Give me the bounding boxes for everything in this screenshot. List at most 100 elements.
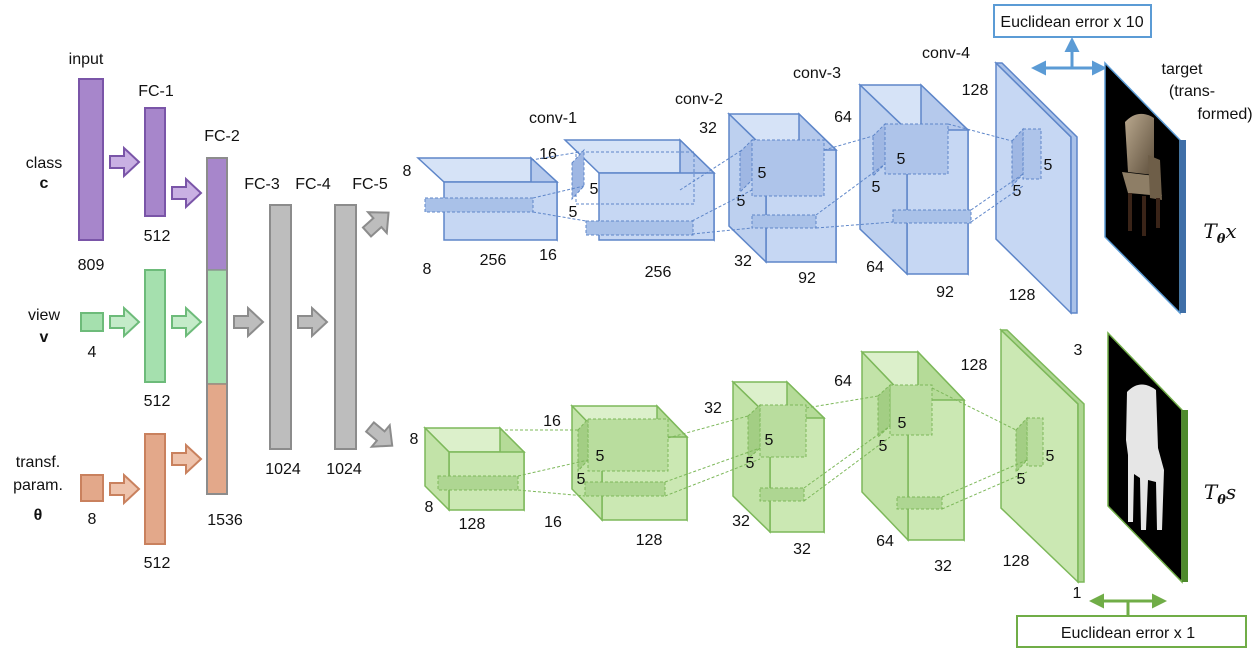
bottom-block-4-height: 128: [1003, 553, 1030, 570]
bottom-block-4-kernel-a: 5: [1046, 448, 1055, 465]
top-block-4: [994, 61, 1078, 315]
top-block-2-width: 92: [798, 270, 816, 287]
top-block-3-width: 92: [936, 284, 954, 301]
chair-leg-3: [1156, 198, 1160, 228]
top-conn-1-2-c: [691, 227, 753, 235]
top-conn-3-4-a: [947, 123, 1013, 142]
chair-leg-1: [1128, 193, 1132, 231]
fc5-to-top-branch-arrow: [361, 211, 390, 238]
top-block-1-kernel-a: 5: [590, 181, 599, 198]
chair-back: [1125, 113, 1154, 175]
chair-leg-2: [1142, 196, 1146, 236]
top-conv4-name: conv-4: [922, 45, 970, 62]
fc4-bar: [334, 204, 357, 450]
chair-arm: [1148, 155, 1162, 200]
top-block-4-width: 3: [1074, 342, 1083, 359]
transf-input-bar: [80, 474, 104, 502]
target-silhouette-edge: [1182, 410, 1188, 582]
input-header: input: [69, 51, 104, 68]
top-output-symbol: Tθx: [1203, 219, 1236, 247]
target-rgb-image: [1104, 61, 1186, 315]
fc4-size: 1024: [326, 461, 362, 478]
top-block-1-kernel-slab: [585, 220, 694, 236]
top-block-0-width: 256: [480, 252, 507, 269]
bottom-block-1-kernel-slab: [584, 481, 666, 497]
top-conn-0-1-b: [532, 185, 585, 199]
view-to-fc1-arrow: [109, 305, 141, 339]
class-size: 809: [78, 257, 105, 274]
bottom-conn-2-3-c: [803, 436, 891, 502]
fc1-view-to-fc2-arrow: [171, 305, 203, 339]
bottom-block-2: [731, 380, 826, 534]
bottom-block-4-width: 1: [1073, 585, 1082, 602]
top-conv1-name: conv-1: [529, 110, 577, 127]
bottom-block-4-depth: 128: [961, 357, 988, 374]
bottom-block-3-depth: 64: [834, 373, 852, 390]
top-conv3-name: conv-3: [793, 65, 841, 82]
transf-label-line1: transf.: [16, 454, 60, 471]
bottom-conn-1-2-a: [667, 415, 749, 439]
bottom-block-3-width: 32: [934, 558, 952, 575]
top-block-2-inner-box: [751, 139, 825, 197]
top-block-4-kernel-b: 5: [1013, 183, 1022, 200]
fc1-class-size: 512: [144, 228, 171, 245]
bottom-block-3: [860, 350, 966, 542]
view-input-bar: [80, 312, 104, 332]
transf-to-fc1-arrow: [109, 472, 141, 506]
top-block-4-height: 128: [1009, 287, 1036, 304]
fc2-outline: [206, 157, 228, 495]
class-to-fc1-arrow: [109, 145, 141, 179]
bottom-conn-0-1-c: [517, 489, 586, 497]
transf-size: 8: [88, 511, 97, 528]
bottom-block-1-kernel-a: 5: [596, 448, 605, 465]
fc1-transf-size: 512: [144, 555, 171, 572]
fc2-class-segment: [206, 157, 228, 271]
target-label-line2: (trans-: [1169, 83, 1215, 100]
top-block-1-depth: 16: [539, 146, 557, 163]
view-label: view: [28, 307, 60, 324]
top-conn-2-3-a: [823, 135, 874, 151]
bottom-block-2-inner-box: [759, 404, 807, 458]
top-conn-1-2-a: [679, 149, 743, 191]
fc2-to-fc3-arrow: [233, 305, 265, 339]
bottom-block-3-kernel-a: 5: [898, 415, 907, 432]
transf-label-line2: param.: [13, 477, 63, 494]
top-error-label: Euclidean error x 10: [1000, 14, 1143, 31]
bottom-block-3-kernel-b: 5: [879, 438, 888, 455]
target-silhouette-image: [1107, 331, 1188, 584]
class-label: class: [26, 155, 62, 172]
top-conn-2-3-b: [815, 163, 886, 216]
fc1-class-to-fc2-arrow: [171, 176, 203, 210]
view-symbol: v: [40, 329, 49, 346]
chair-silhouette: [1126, 384, 1164, 530]
top-block-3-kernel-b: 5: [872, 179, 881, 196]
target-label-line3: formed): [1197, 106, 1252, 123]
bottom-error-box: [1016, 615, 1247, 648]
top-conn-2-3-c: [815, 221, 894, 229]
fc4-name: FC-4: [295, 176, 331, 193]
bottom-block-1: [570, 404, 689, 522]
bottom-conn-0-1-b: [517, 459, 589, 477]
bottom-block-2-kernel-b: 5: [746, 455, 755, 472]
top-block-0: [416, 156, 559, 242]
bottom-block-2-kernel-slab: [759, 487, 805, 502]
top-block-2: [727, 112, 838, 264]
bottom-block-1-width: 128: [636, 532, 663, 549]
top-block-1-kernel-b: 5: [569, 204, 578, 221]
bottom-conn-2-3-a: [805, 395, 879, 409]
fc1-view-bar: [144, 269, 166, 383]
top-block-1: [563, 138, 716, 242]
top-block-3-inner-box: [884, 123, 949, 175]
fc5-to-bottom-branch-arrow: [364, 420, 394, 448]
top-block-4-depth: 128: [962, 82, 989, 99]
fc2-view-segment: [206, 269, 228, 385]
fc1-class-bar: [144, 107, 166, 217]
fc5-name: FC-5: [352, 176, 388, 193]
bottom-block-2-kernel-cube: [747, 403, 761, 461]
top-error-box: [993, 4, 1152, 38]
bottom-block-4-inner-box: [1026, 417, 1044, 467]
fc2-name: FC-2: [204, 128, 240, 145]
top-block-4-kernel-cube: [1011, 127, 1024, 188]
bottom-block-2-depth: 32: [704, 400, 722, 417]
bottom-block-1-height: 16: [544, 514, 562, 531]
